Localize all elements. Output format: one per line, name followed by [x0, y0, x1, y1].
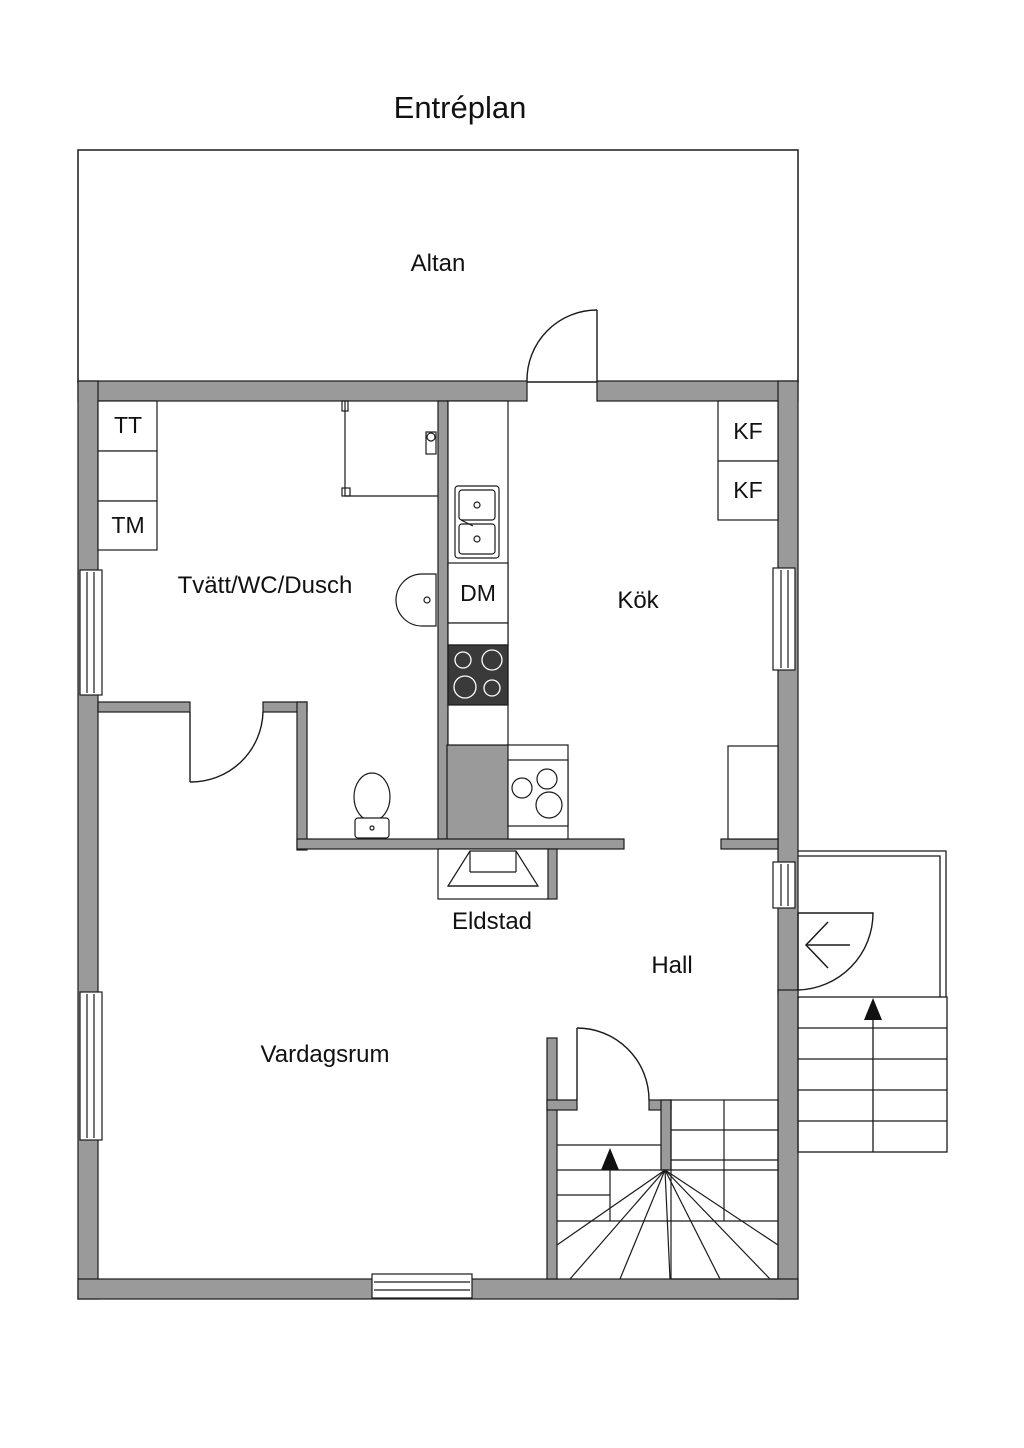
walls	[77, 380, 799, 1300]
windows	[79, 567, 796, 1299]
stove-icon	[507, 744, 569, 840]
tm-label: TM	[111, 512, 144, 538]
plan-title: Entréplan	[394, 90, 527, 125]
laundry-cabinets	[97, 400, 158, 551]
entry-steps	[797, 850, 948, 1153]
room-hall: Hall	[651, 952, 692, 979]
fridge-cabinets	[717, 400, 779, 840]
room-altan: Altan	[411, 250, 466, 277]
dm-label: DM	[460, 580, 496, 606]
doors	[189, 309, 874, 1101]
room-vardagsrum: Vardagsrum	[261, 1041, 390, 1068]
shower-icon	[341, 400, 438, 497]
stair-up-arrow-icon	[601, 1148, 619, 1170]
entry-arrow-icon	[804, 921, 850, 969]
stair-up-arrow-icon	[864, 998, 882, 1020]
hob-icon	[447, 644, 509, 706]
room-tvatt: Tvätt/WC/Dusch	[178, 572, 353, 599]
sink-icon	[454, 485, 500, 559]
kf1-label: KF	[733, 418, 762, 444]
room-eldstad: Eldstad	[452, 908, 532, 935]
interior-stairs	[556, 1099, 779, 1280]
room-kok: Kök	[617, 587, 659, 614]
kf2-label: KF	[733, 477, 762, 503]
toilet-icon	[353, 772, 391, 839]
washbasin-icon	[395, 573, 437, 627]
fireplace	[437, 848, 549, 900]
tt-label: TT	[114, 412, 142, 438]
